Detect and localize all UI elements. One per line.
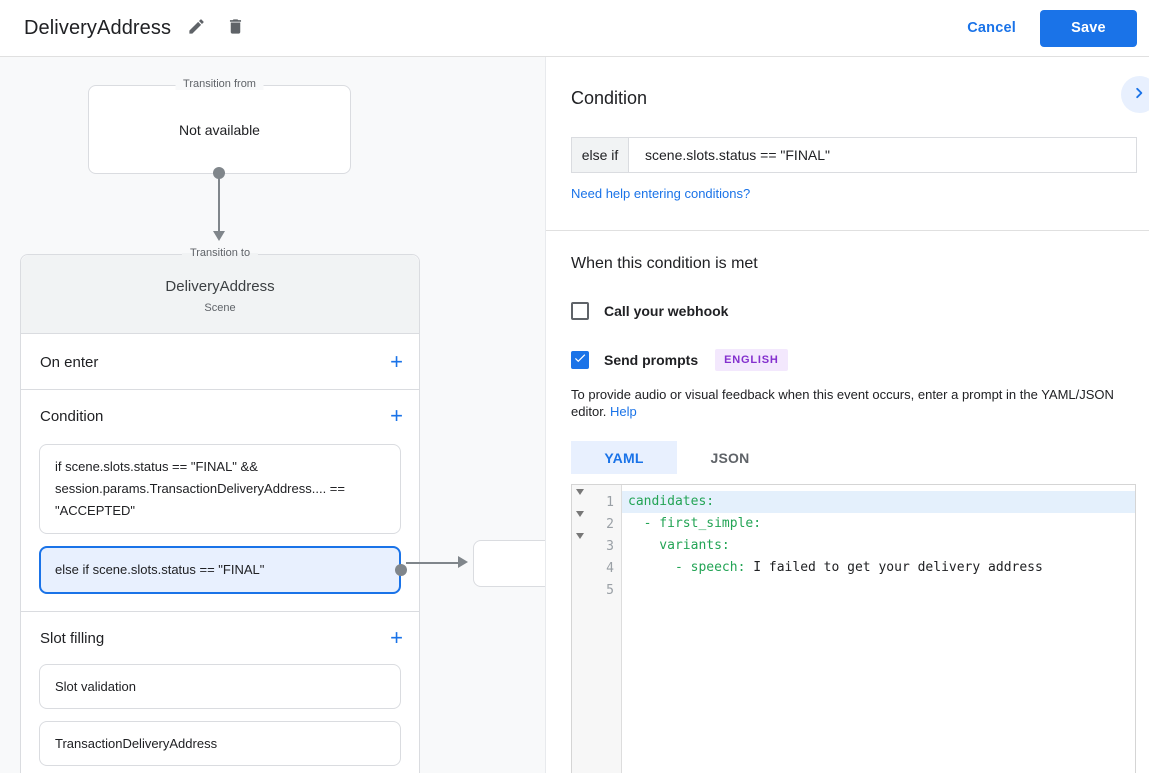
transition-arrowhead-icon [458,556,468,568]
connector-line [218,173,220,233]
send-prompts-label: Send prompts [604,352,699,368]
gutter-row: 3 [572,532,621,557]
topbar-actions: Cancel Save [967,9,1137,47]
webhook-label: Call your webhook [604,303,729,319]
add-slot-button[interactable]: + [390,625,403,650]
slot-filling-title: Slot filling [40,629,105,647]
delete-scene-button[interactable] [222,13,249,43]
send-prompts-row: Send prompts ENGLISH [571,349,1149,371]
save-button[interactable]: Save [1040,9,1137,47]
gutter-row: 1 [572,488,621,513]
condition-section: Condition + if scene.slots.status == "FI… [21,390,419,612]
scene-diagram-panel: Transition from Not available Transition… [0,57,546,773]
code-line-active[interactable]: candidates: [622,491,1135,513]
helper-help-link[interactable]: Help [610,404,637,419]
scene-card: Transition to DeliveryAddress Scene On e… [20,247,420,773]
top-bar: DeliveryAddress Cancel Save [0,0,1149,57]
condition-prefix: else if [572,138,629,172]
on-enter-header[interactable]: On enter + [21,334,419,390]
chevron-right-icon [1128,82,1149,107]
collapse-panel-button[interactable] [1121,76,1149,113]
transition-target-box[interactable] [473,540,545,587]
yaml-code-editor[interactable]: 1 2 3 4 5 [571,484,1136,773]
condition-editor-panel: Condition else if Need help entering con… [546,57,1149,773]
transition-from-label: Transition from [175,78,264,90]
language-badge: ENGLISH [715,349,788,371]
connector-arrowhead-icon [213,231,225,241]
editor-tabs: YAML JSON [571,441,1149,474]
trash-icon [226,17,245,39]
condition-title: Condition [40,407,104,425]
when-met-title: When this condition is met [571,255,758,272]
condition-help-link[interactable]: Need help entering conditions? [571,186,751,201]
pencil-icon [187,17,206,39]
code-line[interactable]: - first_simple: [628,516,762,531]
line-number: 5 [606,582,614,598]
fold-toggle-icon[interactable] [572,532,586,554]
webhook-row: Call your webhook [571,302,1149,320]
condition-item-text: else if scene.slots.status == "FINAL" [55,562,265,577]
fold-toggle-icon[interactable] [572,488,586,510]
send-prompts-checkbox[interactable] [571,351,589,369]
scene-type: Scene [204,302,236,314]
gutter-row: 2 [572,510,621,535]
code-line[interactable] [622,579,1135,601]
section-divider [546,230,1149,231]
code-line[interactable]: - speech: I failed to get your delivery … [628,560,1043,575]
fold-toggle-icon[interactable] [572,510,586,532]
slot-filling-section: Slot filling + Slot validation Transacti… [21,612,419,773]
scene-card-header[interactable]: DeliveryAddress Scene [21,255,419,334]
body: Transition from Not available Transition… [0,57,1149,773]
page-title: DeliveryAddress [24,16,172,39]
edit-title-button[interactable] [183,13,210,43]
editor-gutter: 1 2 3 4 5 [572,485,622,773]
transition-from-value: Not available [179,121,260,138]
transition-from-box[interactable]: Transition from Not available [88,78,351,174]
title-group: DeliveryAddress [24,13,249,43]
slot-filling-header[interactable]: Slot filling + [21,612,419,664]
connector-port-dot [395,564,407,576]
slot-validation-item[interactable]: Slot validation [39,664,401,709]
gutter-row: 4 [572,557,621,579]
line-number: 2 [606,516,614,532]
gutter-row: 5 [572,579,621,601]
line-number: 3 [606,538,614,554]
condition-item-selected[interactable]: else if scene.slots.status == "FINAL" [39,546,407,594]
on-enter-section: On enter + [21,334,419,390]
tab-json[interactable]: JSON [710,449,750,466]
cancel-button[interactable]: Cancel [967,20,1016,36]
transition-to-label: Transition to [181,247,259,259]
add-condition-button[interactable]: + [390,403,403,428]
code-line[interactable]: variants: [628,538,730,553]
line-number: 1 [606,494,614,510]
checkmark-icon [573,351,587,370]
condition-expression-input[interactable] [629,138,1136,172]
webhook-checkbox[interactable] [571,302,589,320]
condition-expression-row: else if [571,137,1137,173]
scene-name: DeliveryAddress [165,278,275,295]
condition-item[interactable]: if scene.slots.status == "FINAL" && sess… [39,444,401,534]
editor-code-area[interactable]: candidates: - first_simple: variants: - … [622,485,1135,773]
prompts-helper-text: To provide audio or visual feedback when… [571,387,1114,419]
panel-title: Condition [571,88,648,108]
transition-connector-line [406,562,462,564]
tab-yaml[interactable]: YAML [571,441,677,474]
add-on-enter-button[interactable]: + [390,349,403,374]
slot-item[interactable]: TransactionDeliveryAddress [39,721,401,766]
on-enter-title: On enter [40,353,99,371]
line-number: 4 [606,560,614,576]
condition-header[interactable]: Condition + [21,390,419,442]
